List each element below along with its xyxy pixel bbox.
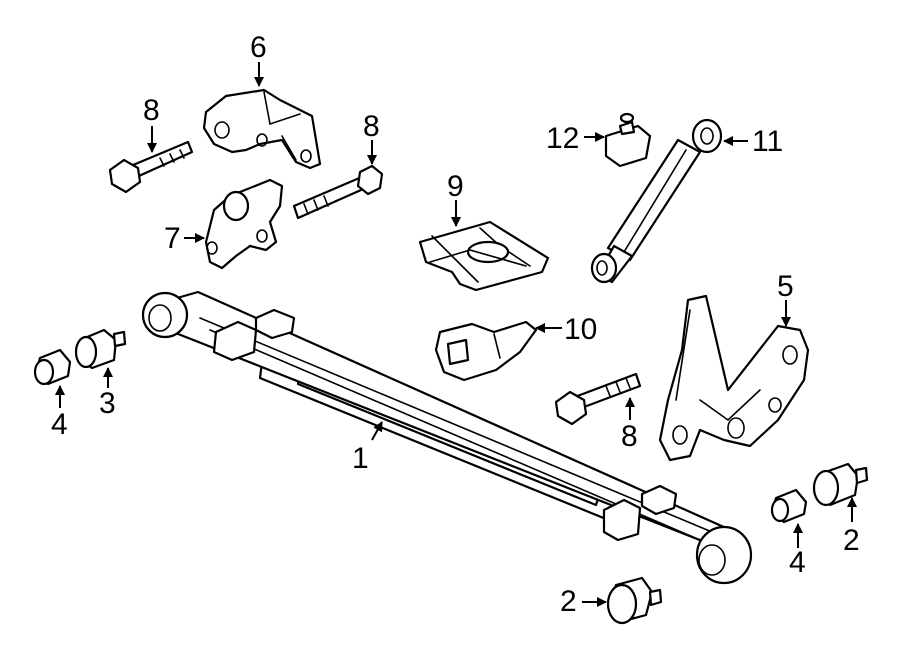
callout-6: 6 (250, 31, 267, 64)
bushing-front (74, 328, 127, 370)
leaf-spring (141, 290, 753, 585)
callout-1: 1 (352, 442, 369, 475)
front-hanger-bracket (202, 88, 322, 170)
shackle (204, 178, 284, 270)
callout-labels: 1 2 2 3 4 4 5 6 7 8 8 8 9 10 11 12 (51, 31, 860, 618)
leader-lines (55, 62, 857, 607)
jounce-bumper (434, 320, 538, 382)
callout-2-right: 2 (843, 524, 860, 557)
callout-8-left: 8 (143, 94, 160, 127)
bolt-lower (554, 372, 642, 426)
callout-3: 3 (99, 387, 116, 420)
bolt-upper-right (292, 164, 384, 220)
bushing-sleeve-rear (770, 488, 808, 524)
callout-2-bottom: 2 (560, 585, 577, 618)
callout-5: 5 (777, 270, 794, 303)
bump-stop (604, 112, 652, 168)
callout-8-middle: 8 (363, 110, 380, 143)
callout-9: 9 (447, 170, 464, 203)
bolt-upper-left (108, 140, 194, 194)
callout-4-right: 4 (789, 546, 806, 579)
callout-10: 10 (564, 313, 597, 346)
callout-4-left: 4 (51, 408, 68, 441)
callout-12: 12 (546, 122, 579, 155)
callout-7: 7 (164, 222, 181, 255)
callout-8-lower: 8 (621, 420, 638, 453)
bushing-sleeve-front (33, 348, 72, 386)
callout-11: 11 (752, 125, 783, 158)
rear-hanger-bracket (658, 294, 810, 462)
bushing-rear-right (812, 462, 869, 507)
bushing-rear-bottom (606, 576, 663, 625)
spring-seat-plate (418, 220, 550, 292)
shock-absorber (590, 118, 723, 284)
